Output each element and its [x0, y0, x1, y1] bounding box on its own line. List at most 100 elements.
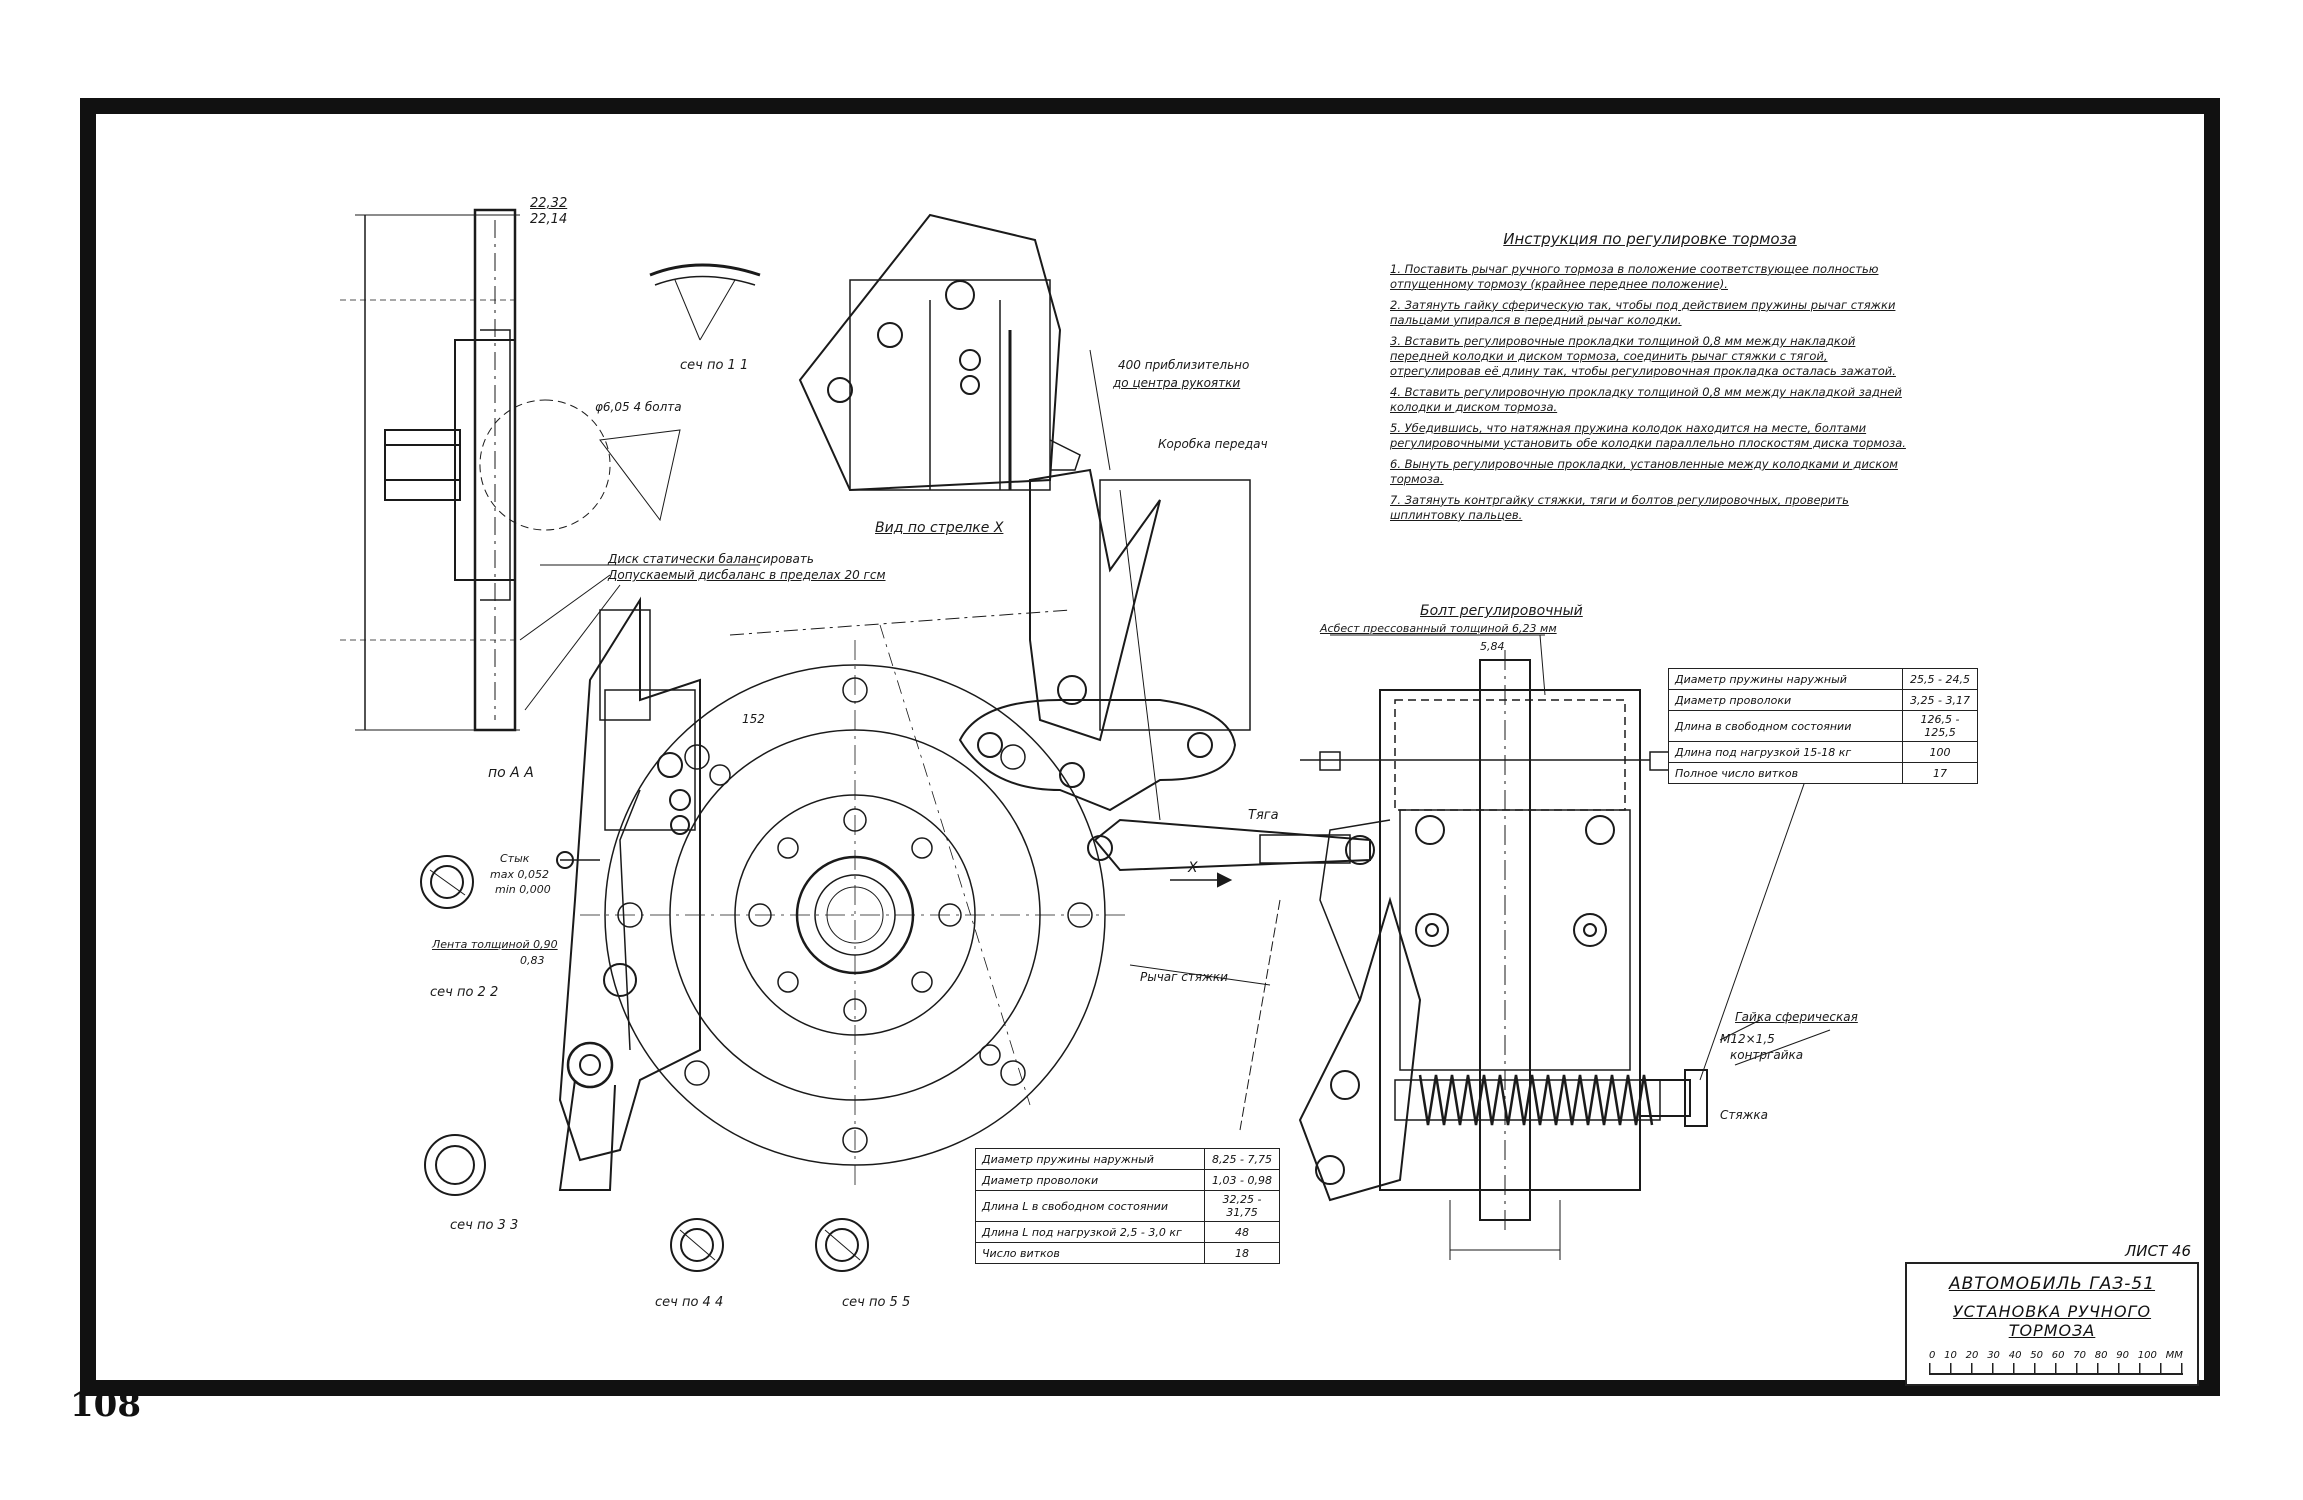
scale-label: 10: [1944, 1350, 1957, 1361]
table-cell: 17: [1902, 762, 1978, 784]
label-arrow-x: X: [1188, 860, 1198, 876]
table-cell: 3,25 - 3,17: [1902, 689, 1978, 711]
leader-lines: [540, 564, 1831, 1066]
label-section-44: сеч по 4 4: [655, 1295, 724, 1310]
title-line-2: УСТАНОВКА РУЧНОГО ТОРМОЗА: [1952, 1302, 2152, 1340]
instruction-item: 3. Вставить регулировочные прокладки тол…: [1390, 334, 1896, 378]
scale-label: ММ: [2165, 1350, 2183, 1361]
label-lug: Стык: [500, 852, 530, 865]
table-cell: Полное число витков: [1668, 762, 1903, 784]
table-cell: 48: [1204, 1221, 1280, 1243]
sheet-number: ЛИСТ 46: [2125, 1242, 2191, 1260]
instruction-item: 6. Вынуть регулировочные прокладки, уста…: [1390, 457, 1898, 486]
label-pull: Стяжка: [1720, 1108, 1768, 1122]
section-aa-view: [340, 208, 681, 732]
scale-bar: [1929, 1363, 2183, 1375]
label-tape: Лента толщиной 0,90: [432, 938, 558, 951]
scale-label: 100: [2137, 1350, 2157, 1361]
table-cell: Длина L под нагрузкой 2,5 - 3,0 кг: [975, 1221, 1205, 1243]
label-disc-note-2: Допускаемый дисбаланс в пределах 20 гсм: [608, 568, 886, 582]
label-disc-note-1: Диск статически балансировать: [608, 552, 814, 566]
scale-label: 60: [2051, 1350, 2065, 1361]
instructions-list: 1. Поставить рычаг ручного тормоза в пол…: [1390, 262, 1910, 523]
table-cell: 100: [1902, 741, 1978, 763]
label-section-22: сеч по 2 2: [430, 985, 499, 1000]
table-cell: Диаметр проволоки: [1668, 689, 1903, 711]
label-dist-400: 400 приблизительно: [1118, 358, 1250, 372]
table-cell: Диаметр пружины наружный: [975, 1148, 1205, 1170]
scale-label: 0: [1929, 1350, 1936, 1361]
label-max052: max 0,052: [490, 868, 549, 881]
scale-label: 30: [1987, 1350, 2000, 1361]
label-section-11: сеч по 1 1: [680, 358, 749, 373]
label-section-33: сеч по 3 3: [450, 1218, 519, 1233]
label-dist-400b: до центра рукоятки: [1113, 376, 1241, 390]
label-rod: Тяга: [1248, 808, 1279, 823]
label-section-55: сеч по 5 5: [842, 1295, 911, 1310]
view-x-caliper: [798, 213, 1081, 492]
title-block: ЛИСТ 46 АВТОМОБИЛЬ ГАЗ-51 УСТАНОВКА РУЧН…: [1905, 1242, 2199, 1386]
small-sections: [420, 855, 869, 1272]
scale-label: 50: [2030, 1350, 2043, 1361]
table-cell: Диаметр пружины наружный: [1668, 668, 1903, 690]
linkage-lever: [958, 349, 1375, 888]
table-cell: Число витков: [975, 1242, 1205, 1264]
table-cell: 8,25 - 7,75: [1204, 1148, 1280, 1170]
brake-disc-front: [580, 624, 1130, 1190]
instructions-title: Инструкция по регулировке тормоза: [1503, 230, 1797, 248]
instruction-item: 5. Убедившись, что натяжная пружина коло…: [1390, 421, 1906, 450]
label-tape2: 0,83: [520, 954, 545, 967]
table-cell: Диаметр проволоки: [975, 1169, 1205, 1191]
scale-label: 20: [1965, 1350, 1979, 1361]
label-min000: min 0,000: [495, 883, 551, 896]
label-dim-584: 5,84: [1480, 640, 1505, 653]
scale-label: 80: [2094, 1350, 2108, 1361]
table-cell: 32,25 - 31,75: [1204, 1190, 1280, 1222]
table-cell: 25,5 - 24,5: [1902, 668, 1978, 690]
scale-label: 40: [2008, 1350, 2022, 1361]
table-cell: 126,5 - 125,5: [1902, 710, 1978, 742]
table-cell: 1,03 - 0,98: [1204, 1169, 1280, 1191]
scale-labels: 0 10 20 30 40 50 60 70 80 90 100 ММ: [1929, 1350, 2183, 1361]
instruction-item: 4. Вставить регулировочную прокладку тол…: [1390, 385, 1902, 414]
adjustment-instructions: Инструкция по регулировке тормоза 1. Пос…: [1390, 230, 1910, 529]
label-spherical-nut: Гайка сферическая: [1735, 1010, 1858, 1024]
page-number: 108: [70, 1385, 141, 1425]
table-cell: Длина L в свободном состоянии: [975, 1190, 1205, 1222]
label-bolts: φ6,05 4 болта: [595, 400, 682, 414]
instruction-item: 2. Затянуть гайку сферическую так, чтобы…: [1390, 298, 1896, 327]
label-section-aa: по А А: [488, 765, 534, 781]
table-cell: Длина в свободном состоянии: [1668, 710, 1903, 742]
label-locknut: контргайка: [1730, 1048, 1804, 1062]
section-11-view: [649, 263, 761, 341]
label-lever-pull: Рычаг стяжки: [1140, 970, 1228, 984]
table-cell: Длина под нагрузкой 15-18 кг: [1668, 741, 1903, 763]
label-gearbox: Коробка передач: [1158, 437, 1268, 451]
left-lever-assembly: [556, 596, 701, 1191]
instruction-item: 1. Поставить рычаг ручного тормоза в пол…: [1390, 262, 1879, 291]
table-cell: 18: [1204, 1242, 1280, 1264]
label-m12: М12×1,5: [1720, 1032, 1775, 1046]
scale-label: 70: [2073, 1350, 2086, 1361]
label-dim-152: 152: [742, 712, 765, 726]
label-dim-22-32: 22,32: [530, 196, 568, 211]
scale-label: 90: [2116, 1350, 2130, 1361]
label-view-x: Вид по стрелке Х: [875, 520, 1004, 536]
label-adjusting-bolt: Болт регулировочный: [1420, 603, 1583, 619]
label-asbestos: Асбест прессованный толщиной 6,23 мм: [1320, 622, 1557, 635]
label-dim-22-14: 22,14: [530, 212, 568, 227]
instruction-item: 7. Затянуть контргайку стяжки, тяги и бо…: [1390, 493, 1849, 522]
title-line-1: АВТОМОБИЛЬ ГАЗ-51: [1948, 1274, 2156, 1294]
